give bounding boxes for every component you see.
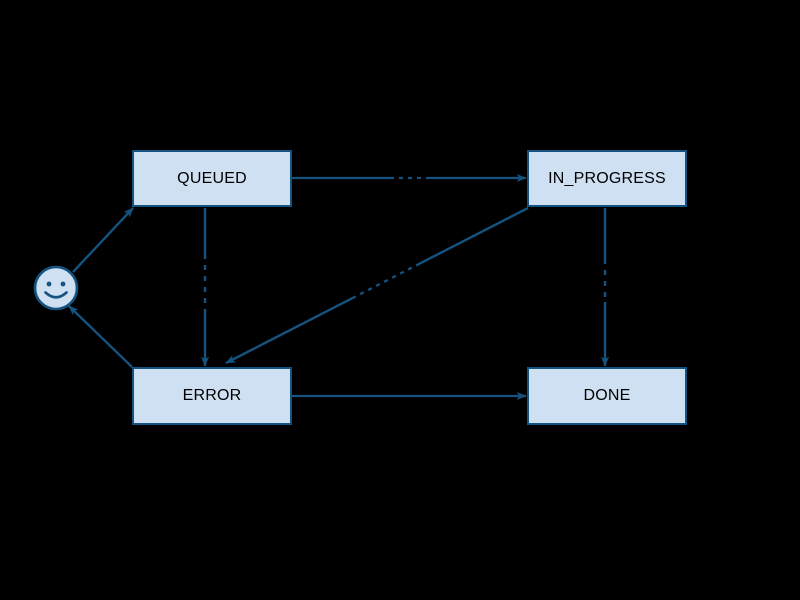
state-node-queued[interactable]: QUEUED	[132, 150, 292, 207]
edge-start-to-queued	[72, 207, 134, 273]
state-label-queued: QUEUED	[177, 169, 247, 187]
start-state-node[interactable]	[33, 265, 79, 311]
state-label-in-progress: IN_PROGRESS	[548, 169, 666, 187]
state-label-done: DONE	[583, 387, 631, 404]
state-node-error[interactable]: ERROR	[132, 367, 292, 425]
smiley-face-icon	[33, 265, 79, 311]
edge-in-progress-to-error	[225, 206, 529, 365]
edge-in-progress-to-error-gap	[351, 263, 417, 300]
state-node-done[interactable]: DONE	[527, 367, 687, 425]
edge-error-to-start	[68, 305, 133, 368]
state-node-in-progress[interactable]: IN_PROGRESS	[527, 150, 687, 207]
state-label-error: ERROR	[182, 387, 242, 404]
